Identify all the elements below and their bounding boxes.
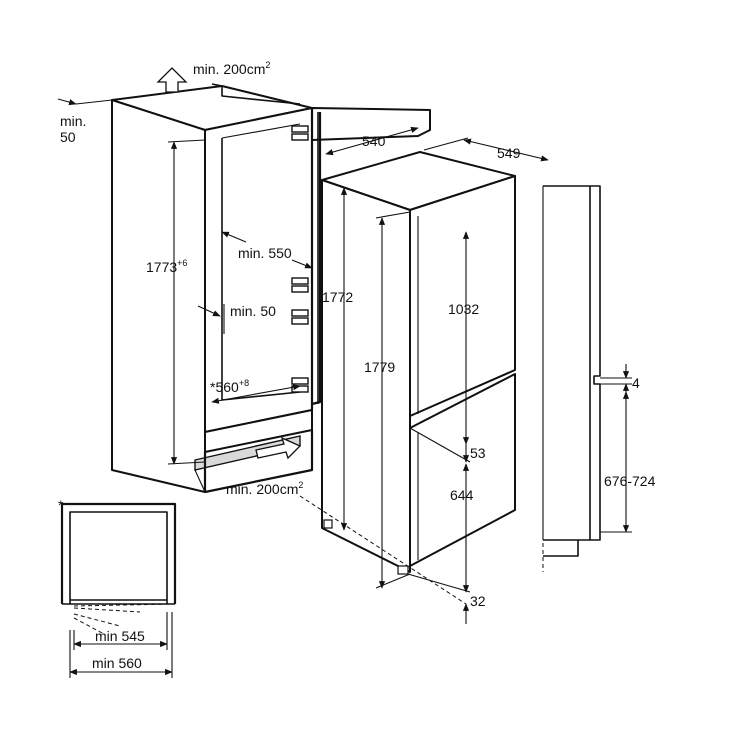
label-niche-height: 1773+6 (146, 258, 187, 275)
min50-top-arrow (57, 98, 77, 106)
label-decor-range: 676-724 (604, 473, 656, 489)
decor-door-profile (542, 185, 601, 572)
label-vent-top: min. 200cm2 (193, 60, 270, 77)
label-height-1772: 1772 (322, 289, 353, 305)
label-height-1779: 1779 (364, 359, 395, 375)
label-niche-depth: min. 550 (238, 245, 292, 261)
label-vent-bottom: min. 200cm2 (226, 480, 303, 497)
label-plinth: 32 (470, 593, 486, 609)
plan-view (60, 502, 177, 635)
hinge-cabinet-top (291, 125, 309, 141)
vent-bottom-arrow (255, 436, 302, 460)
appliance-body (321, 151, 516, 575)
dim-sidegap-arrow (197, 305, 221, 317)
label-door-lower: 644 (450, 487, 474, 503)
dim-depth-arrow-b (291, 259, 313, 269)
cabinet-niche (111, 83, 314, 494)
hinge-cabinet-mid (291, 277, 309, 325)
label-niche-width: *560+8 (210, 378, 249, 395)
label-side-gap: min. 50 (230, 303, 276, 319)
min50-top-extension (75, 99, 113, 105)
label-min50-top-b: 50 (60, 129, 76, 145)
label-min50-top-a: min. (60, 113, 86, 129)
label-door-gap: 53 (470, 445, 486, 461)
label-star: * (58, 497, 64, 513)
vent-top-arrow (156, 67, 188, 93)
dim-depth-arrow-a (221, 231, 247, 243)
label-gap-4: 4 (632, 375, 640, 391)
label-min545: min 545 (95, 628, 145, 644)
label-door-upper: 1032 (448, 301, 479, 317)
dim-540 (325, 126, 419, 156)
label-depth-549: 549 (497, 145, 521, 161)
label-depth-540: 540 (362, 133, 386, 149)
dim-width-arrow (211, 384, 301, 404)
dim-549 (463, 138, 549, 162)
label-min560: min 560 (92, 655, 142, 671)
